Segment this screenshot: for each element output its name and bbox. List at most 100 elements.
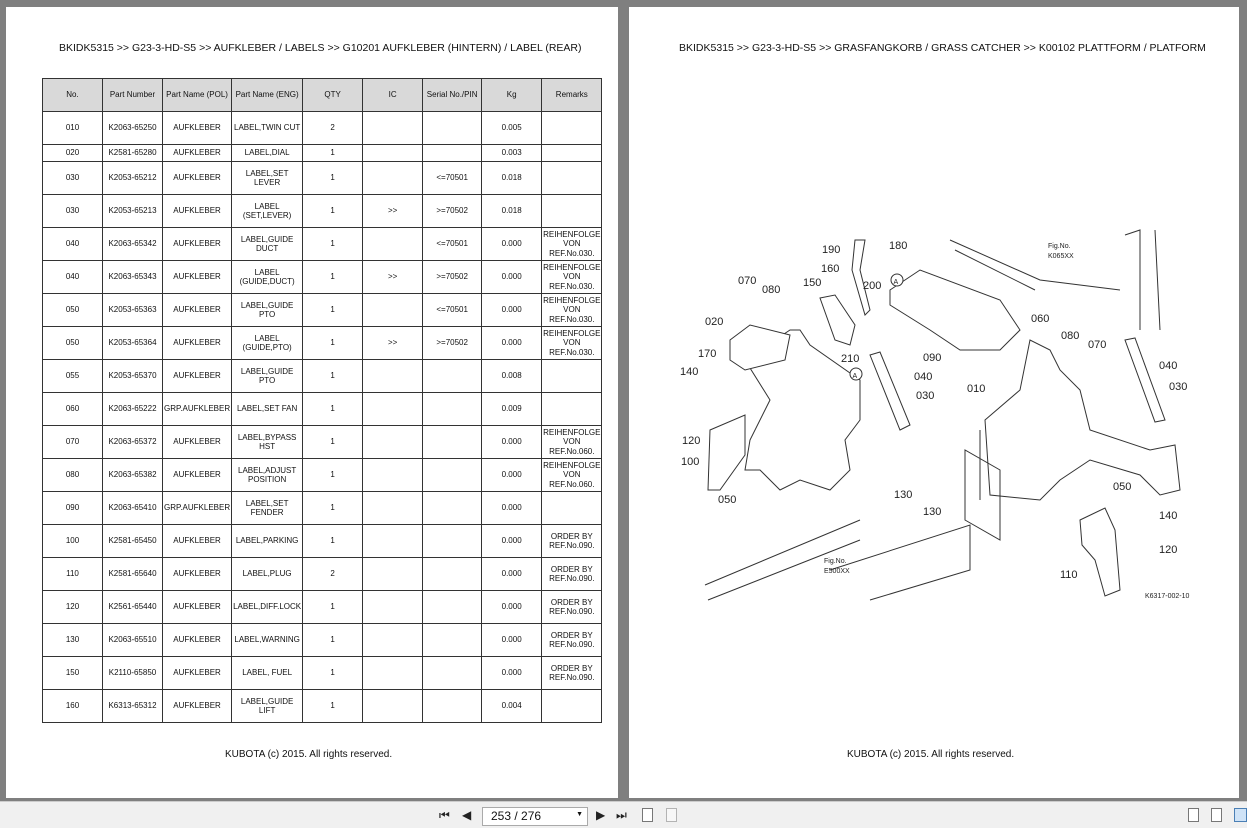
table-cell: REIHENFOLGE VON REF.No.060. [541, 425, 603, 459]
table-cell: LABEL,ADJUST POSITION [231, 458, 304, 492]
table-cell: K2063-65372 [102, 425, 163, 459]
page-number-select[interactable]: 253 / 276 ▼ [482, 807, 588, 826]
table-cell: K2581-65450 [102, 524, 163, 558]
part-callout: 030 [916, 390, 934, 402]
table-cell: AUFKLEBER [161, 227, 233, 261]
part-callout: 050 [718, 494, 736, 506]
table-cell: K2110-65850 [102, 656, 163, 690]
table-cell: 0.000 [481, 293, 543, 327]
table-cell: AUFKLEBER [161, 590, 233, 624]
part-callout: 160 [821, 263, 839, 275]
table-cell [422, 425, 483, 459]
table-cell [541, 689, 603, 723]
table-cell: LABEL,TWIN CUT [231, 111, 304, 145]
table-cell [362, 161, 424, 195]
single-page-view-icon[interactable] [1188, 808, 1199, 822]
next-page-button[interactable]: ▶ [596, 808, 606, 822]
table-cell [362, 111, 424, 145]
table-cell: K2053-65213 [102, 194, 163, 228]
table-cell: 040 [42, 227, 103, 261]
table-cell: 1 [302, 293, 364, 327]
table-cell: LABEL, FUEL [231, 656, 304, 690]
column-header: IC [362, 78, 424, 112]
table-cell [422, 111, 483, 145]
table-cell [541, 111, 603, 145]
table-cell [422, 392, 483, 426]
table-cell: K2053-65363 [102, 293, 163, 327]
table-cell: LABEL,GUIDE LIFT [231, 689, 304, 723]
table-cell: K2063-65382 [102, 458, 163, 492]
fig-reference: E500XX [824, 568, 850, 575]
left-page: BKIDK5315 >> G23-3-HD-S5 >> AUFKLEBER / … [6, 7, 618, 798]
table-cell [541, 359, 603, 393]
table-cell: 0.008 [481, 359, 543, 393]
table-cell [362, 144, 424, 162]
table-cell: LABEL (GUIDE,PTO) [231, 326, 304, 360]
table-cell: 0.000 [481, 524, 543, 558]
two-page-view-icon[interactable] [1234, 808, 1247, 822]
table-cell: 1 [302, 524, 364, 558]
table-cell: 1 [302, 689, 364, 723]
fig-reference: K065XX [1048, 253, 1074, 260]
part-callout: 040 [914, 371, 932, 383]
previous-page-button[interactable]: ◀ [462, 808, 472, 822]
table-cell: 1 [302, 656, 364, 690]
table-cell: 020 [42, 144, 103, 162]
table-cell: AUFKLEBER [161, 144, 233, 162]
table-cell: >=70502 [422, 326, 483, 360]
part-callout: 130 [894, 489, 912, 501]
table-cell: 0.000 [481, 227, 543, 261]
first-page-button[interactable]: ⏮ [439, 808, 450, 822]
drawing-id: K6317-002-10 [1145, 593, 1189, 600]
table-cell [362, 590, 424, 624]
part-callout: 140 [680, 366, 698, 378]
table-cell: REIHENFOLGE VON REF.No.030. [541, 293, 603, 327]
table-cell: 1 [302, 161, 364, 195]
table-cell [422, 590, 483, 624]
table-cell: 0.009 [481, 392, 543, 426]
table-cell: 1 [302, 623, 364, 657]
table-cell: 0.000 [481, 623, 543, 657]
table-cell: LABEL,PARKING [231, 524, 304, 558]
table-cell: AUFKLEBER [161, 623, 233, 657]
table-cell: 050 [42, 293, 103, 327]
table-cell: 0.000 [481, 260, 543, 294]
part-callout: 070 [1088, 339, 1106, 351]
table-cell: K2581-65640 [102, 557, 163, 591]
table-cell: >> [362, 260, 424, 294]
continuous-view-icon[interactable] [1211, 808, 1222, 822]
last-page-button[interactable]: ⏭ [616, 808, 627, 822]
part-callout: 040 [1159, 360, 1177, 372]
table-cell: 0.000 [481, 557, 543, 591]
page-title: BKIDK5315 >> G23-3-HD-S5 >> AUFKLEBER / … [59, 42, 582, 54]
table-cell [362, 359, 424, 393]
bracket-060 [889, 269, 1021, 351]
table-cell: LABEL (SET,LEVER) [231, 194, 304, 228]
rotate-page-icon[interactable] [642, 808, 653, 822]
table-cell: AUFKLEBER [161, 293, 233, 327]
copyright-footer: KUBOTA (c) 2015. All rights reserved. [225, 749, 393, 760]
fit-page-icon[interactable] [666, 808, 677, 822]
table-cell: ORDER BY REF.No.090. [541, 557, 603, 591]
table-cell: ORDER BY REF.No.090. [541, 623, 603, 657]
part-callout: 110 [1060, 569, 1078, 581]
frame-right [1124, 229, 1161, 331]
part-callout: 080 [762, 284, 780, 296]
table-cell: AUFKLEBER [161, 524, 233, 558]
table-cell: >=70502 [422, 260, 483, 294]
table-cell: LABEL,PLUG [231, 557, 304, 591]
reference-marker [890, 273, 904, 287]
table-cell: LABEL,BYPASS HST [231, 425, 304, 459]
table-cell [362, 689, 424, 723]
table-cell [541, 194, 603, 228]
rod-190 [851, 239, 871, 316]
column-header: No. [42, 78, 103, 112]
table-cell: 0.003 [481, 144, 543, 162]
table-cell: AUFKLEBER [161, 111, 233, 145]
table-cell: 1 [302, 326, 364, 360]
